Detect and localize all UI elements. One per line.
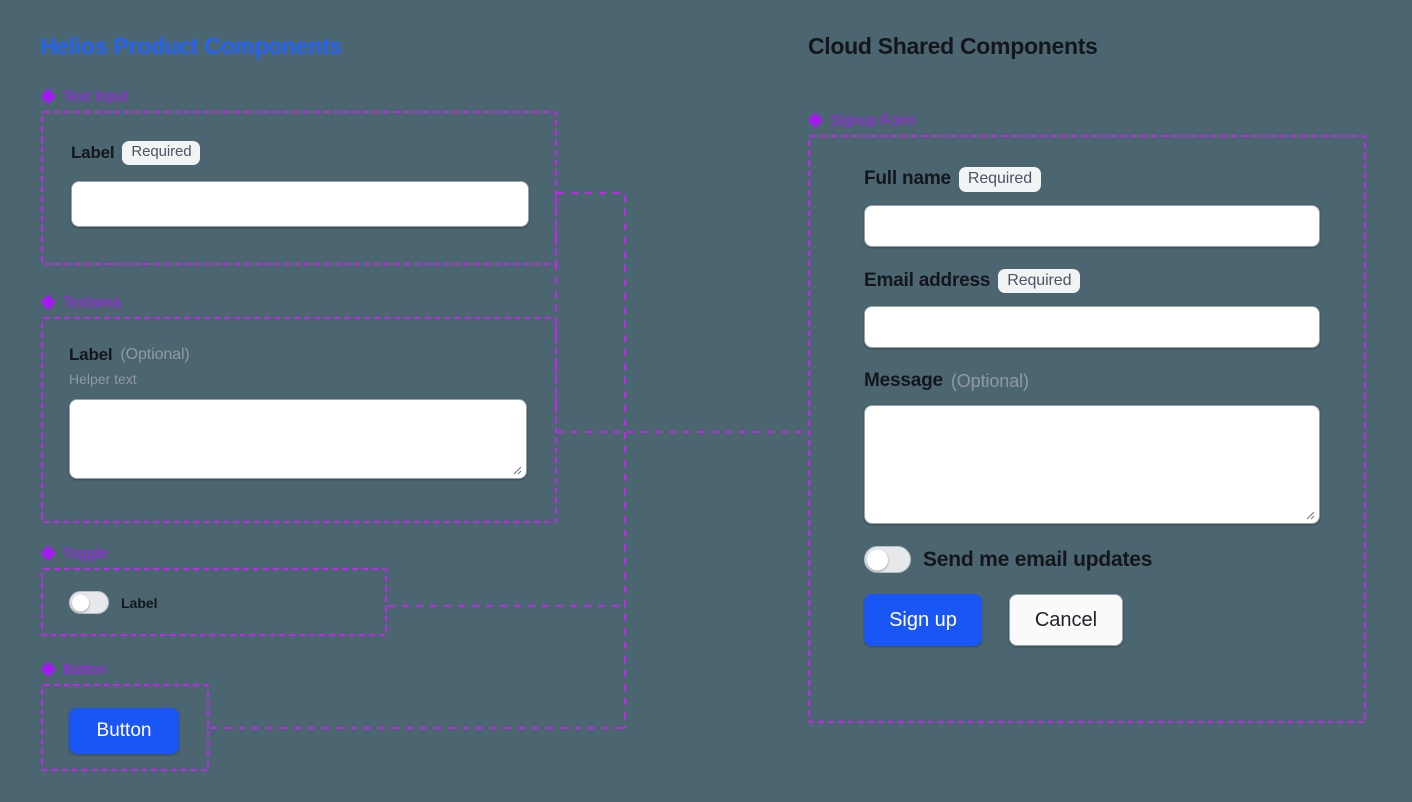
component-group-signup-form: Signup Form Full name Required Email add… xyxy=(808,112,1366,723)
toggle-label: Label xyxy=(121,594,158,611)
text-input-field[interactable] xyxy=(71,180,529,227)
full-name-input[interactable] xyxy=(864,204,1320,247)
form-actions: Sign up Cancel xyxy=(864,594,1310,647)
email-label: Email address xyxy=(864,269,991,291)
component-label-button: Button xyxy=(41,661,209,678)
resize-grip-icon[interactable] xyxy=(510,463,522,475)
components-diamond-icon xyxy=(41,546,56,561)
component-box-signup-form[interactable]: Full name Required Email address Require… xyxy=(808,135,1366,723)
components-diamond-icon xyxy=(41,89,56,104)
left-panel: Helios Product Components xyxy=(40,33,342,60)
component-label-signup-form: Signup Form xyxy=(808,112,1366,129)
component-label-text-input: Text Input xyxy=(41,88,557,105)
component-group-button: Button Button xyxy=(41,661,209,771)
component-box-text-input[interactable]: Label Required xyxy=(41,111,557,265)
right-panel: Cloud Shared Components xyxy=(808,33,1098,60)
message-label-row: Message (Optional) xyxy=(864,370,1310,392)
email-input[interactable] xyxy=(864,306,1320,349)
component-name-toggle: Toggle xyxy=(63,545,108,562)
component-name-text-input: Text Input xyxy=(63,88,129,105)
email-updates-label: Send me email updates xyxy=(923,547,1153,571)
component-box-textarea[interactable]: Label (Optional) Helper text xyxy=(41,317,557,523)
components-diamond-icon xyxy=(41,662,56,677)
component-box-toggle[interactable]: Label xyxy=(41,568,387,636)
toggle-switch[interactable] xyxy=(69,591,109,614)
message-textarea[interactable] xyxy=(864,405,1320,525)
component-label-toggle: Toggle xyxy=(41,545,387,562)
email-required-badge: Required xyxy=(998,268,1081,294)
textarea-helper-text: Helper text xyxy=(69,371,137,387)
text-input-required-badge: Required xyxy=(122,141,201,165)
text-input-label: Label xyxy=(71,142,115,162)
component-name-signup-form: Signup Form xyxy=(830,112,916,129)
toggle-knob xyxy=(72,594,89,611)
components-diamond-icon xyxy=(808,113,823,128)
email-updates-switch[interactable] xyxy=(864,546,911,574)
email-label-row: Email address Required xyxy=(864,268,1310,294)
component-name-textarea: Textarea xyxy=(63,294,121,311)
text-input-label-row: Label Required xyxy=(71,141,527,165)
sign-up-button[interactable]: Sign up xyxy=(864,594,982,647)
toggle-row: Label xyxy=(69,591,359,614)
component-group-text-input: Text Input Label Required xyxy=(41,88,557,265)
components-diamond-icon xyxy=(41,295,56,310)
message-label: Message xyxy=(864,370,943,392)
message-optional-tag: (Optional) xyxy=(950,370,1029,391)
left-panel-title: Helios Product Components xyxy=(40,33,342,59)
cancel-button[interactable]: Cancel xyxy=(1009,594,1123,647)
component-group-textarea: Textarea Label (Optional) Helper text xyxy=(41,294,557,523)
full-name-label: Full name xyxy=(864,168,951,190)
component-box-button[interactable]: Button xyxy=(41,684,209,771)
demo-button[interactable]: Button xyxy=(69,708,179,754)
component-label-textarea: Textarea xyxy=(41,294,557,311)
textarea-label: Label xyxy=(69,345,113,364)
email-updates-knob xyxy=(867,549,888,571)
textarea-field[interactable] xyxy=(69,399,527,479)
textarea-optional-tag: (Optional) xyxy=(120,346,190,363)
component-name-button: Button xyxy=(63,661,107,678)
connector-text-input xyxy=(557,192,626,432)
component-group-toggle: Toggle Label xyxy=(41,545,387,636)
email-updates-toggle-row: Send me email updates xyxy=(864,546,1310,574)
full-name-label-row: Full name Required xyxy=(864,167,1310,192)
right-panel-title: Cloud Shared Components xyxy=(808,33,1098,59)
full-name-required-badge: Required xyxy=(958,167,1042,192)
textarea-label-row: Label (Optional) xyxy=(69,345,529,365)
resize-grip-icon[interactable] xyxy=(1303,508,1315,520)
